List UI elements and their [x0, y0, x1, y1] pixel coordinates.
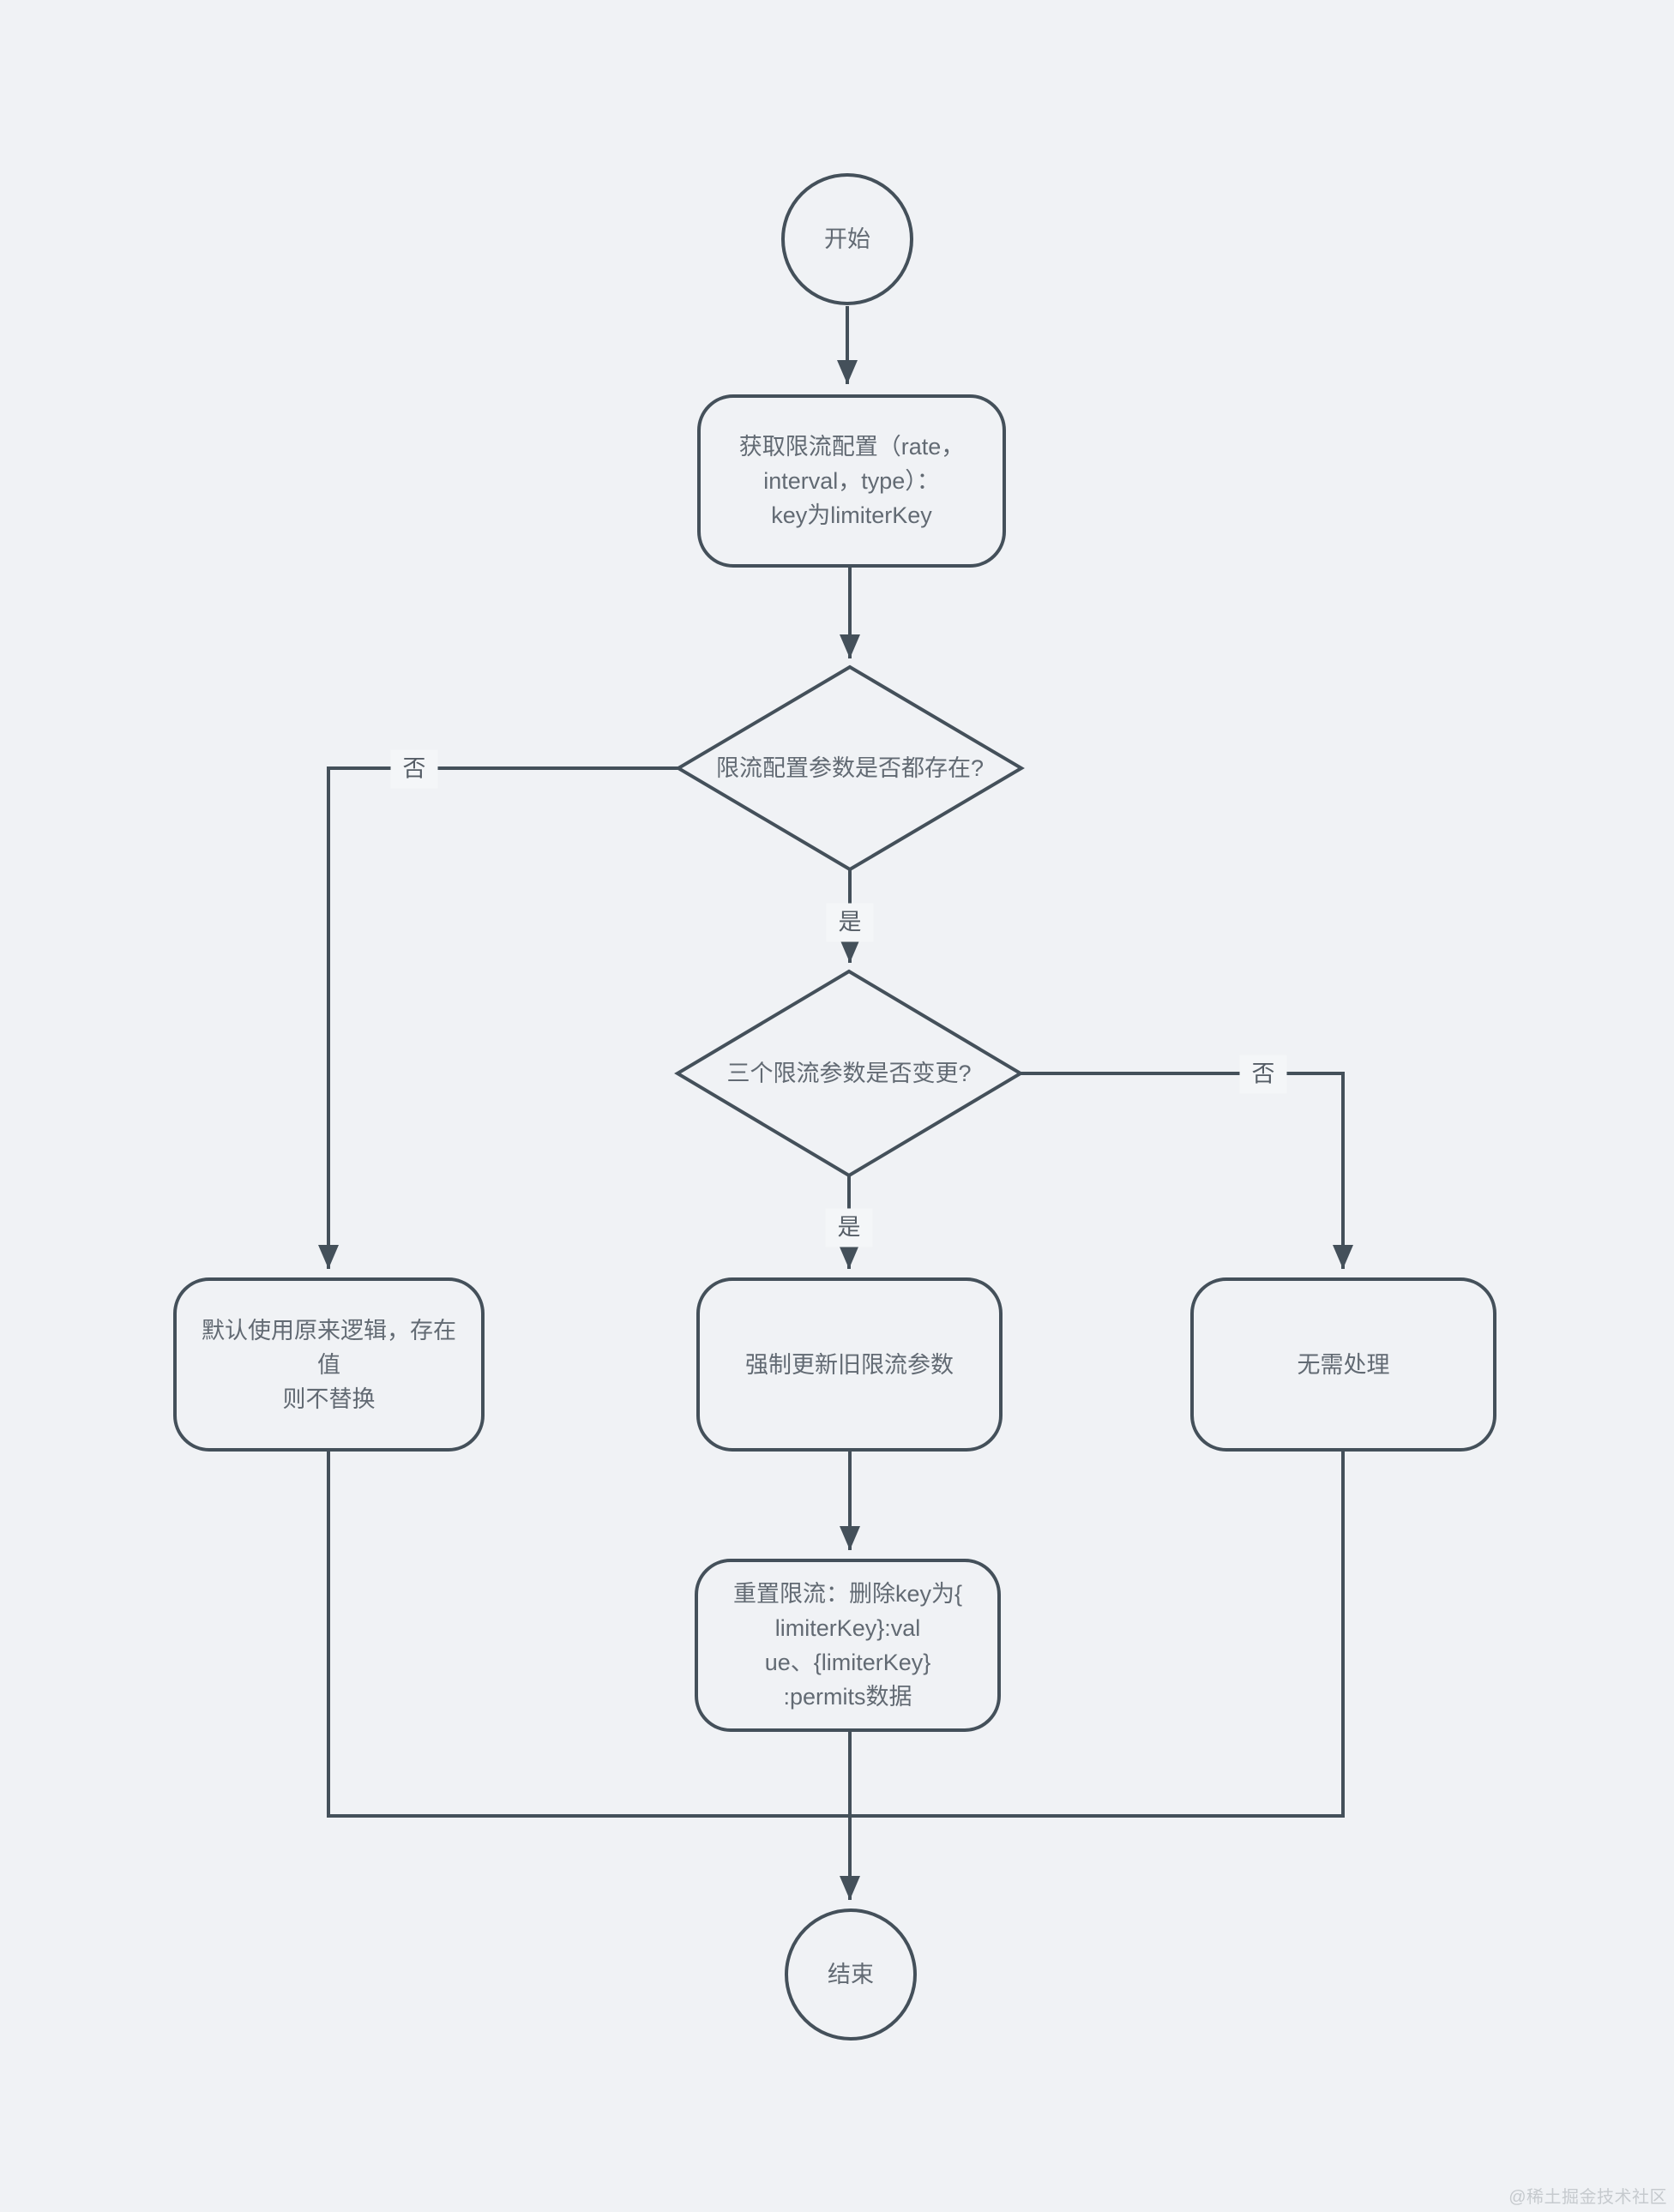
edge-label-changed-yes: 是 [825, 1208, 873, 1247]
node-get-config: 获取限流配置（rate， interval，type）： key为limiter… [697, 394, 1006, 568]
watermark: @稀土掘金技术社区 [1508, 2188, 1667, 2207]
edge-label-exist-yes: 是 [826, 903, 874, 942]
node-end-label: 结束 [828, 1962, 874, 1987]
node-start-label: 开始 [824, 226, 870, 252]
edge-paramsexist-defaultlogic [318, 766, 678, 1269]
node-start: 开始 [781, 173, 913, 305]
node-force-update: 强制更新旧限流参数 [696, 1277, 1003, 1452]
node-reset-limit-label: 重置限流：删除key为{ limiterKey}:val ue、{limiter… [732, 1581, 963, 1710]
edge-label-changed-no: 否 [1239, 1055, 1287, 1094]
node-no-action: 无需处理 [1190, 1277, 1496, 1452]
edge-defaultlogic-merge [327, 1452, 848, 1818]
node-default-logic-label: 默认使用原来逻辑，存在值 则不替换 [202, 1317, 456, 1412]
node-reset-limit: 重置限流：删除key为{ limiterKey}:val ue、{limiter… [695, 1559, 1001, 1732]
edge-label-exist-no: 否 [390, 749, 438, 789]
node-no-action-label: 无需处理 [1297, 1351, 1390, 1378]
node-default-logic: 默认使用原来逻辑，存在值 则不替换 [173, 1277, 485, 1452]
edge-noaction-merge [852, 1452, 1345, 1818]
decision-params-exist-shape [675, 664, 1025, 872]
node-end: 结束 [785, 1908, 917, 2041]
node-force-update-label: 强制更新旧限流参数 [745, 1351, 954, 1378]
decision-params-changed-shape [674, 969, 1024, 1178]
edge-paramschanged-noaction [1021, 1072, 1353, 1269]
node-get-config-label: 获取限流配置（rate， interval，type）： key为limiter… [738, 434, 965, 528]
